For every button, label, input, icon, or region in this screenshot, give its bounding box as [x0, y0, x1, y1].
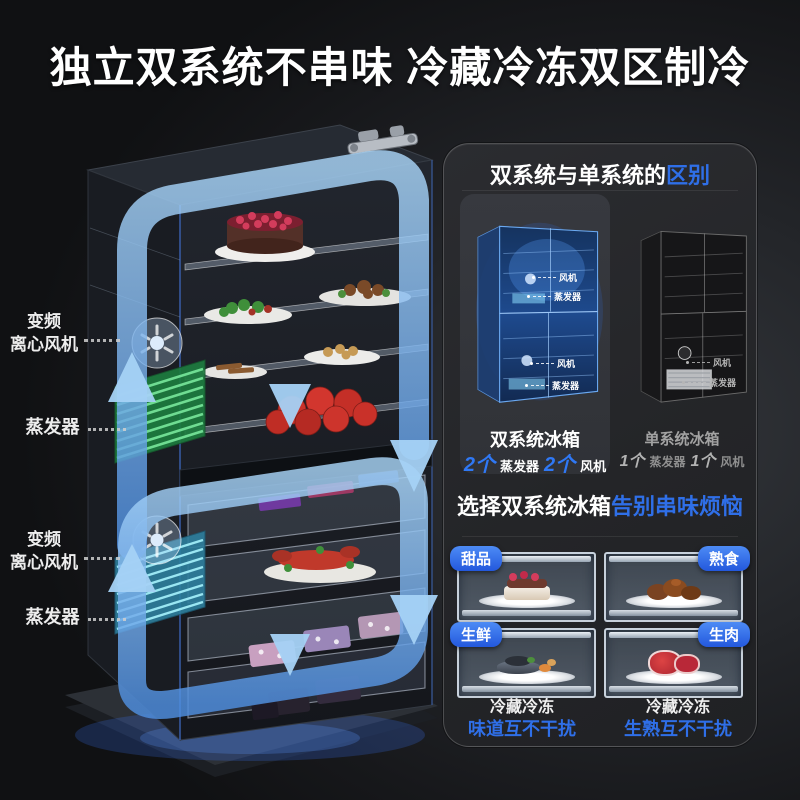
dual-system-name: 双系统冰箱 — [490, 430, 580, 450]
dual-system-fridge-image — [476, 222, 603, 403]
single-system-fridge-image — [640, 230, 747, 403]
single-system-stats: 1个蒸发器 1个风机 — [619, 453, 745, 470]
divider — [462, 190, 738, 191]
leader-line — [88, 428, 126, 431]
compressor-hinge — [347, 125, 419, 155]
arrowhead-down-right-upper-icon — [390, 440, 438, 492]
seafood-image — [496, 656, 557, 676]
badge-cooked-food: 熟食 — [697, 546, 750, 571]
compartment-cooked-food: 熟食 — [604, 546, 750, 622]
selection-title: 选择双系统冰箱告别串味烦恼 — [456, 494, 744, 519]
callout-dot — [532, 276, 535, 279]
caption-left: 冷藏冷冻 味道互不干扰 — [468, 699, 576, 739]
arrowhead-down-center-upper-icon — [269, 384, 311, 428]
compartment-captions: 冷藏冷冻 味道互不干扰 冷藏冷冻 生熟互不干扰 — [444, 698, 756, 741]
arrowhead-up-lower-icon — [108, 544, 156, 592]
label-fan-upper: 变频 离心风机 — [10, 312, 78, 354]
food-plates — [203, 280, 411, 379]
label-evaporator-upper: 蒸发器 — [25, 417, 80, 437]
info-panel: 双系统与单系统的区别 — [443, 143, 757, 747]
callout-fan-single: 风机 — [686, 356, 731, 369]
dual-system-stats: 2个蒸发器 2个风机 — [463, 454, 607, 476]
comparison-title: 双系统与单系统的区别 — [489, 163, 711, 188]
label-fan-lower: 变频 离心风机 — [10, 530, 78, 572]
callout-fan-upper: 风机 — [532, 271, 577, 284]
leader-line — [84, 557, 120, 560]
compartment-fresh: 生鲜 — [450, 622, 596, 698]
page-title: 独立双系统不串味 冷藏冷冻双区制冷 — [49, 44, 751, 91]
plate — [478, 594, 575, 608]
badge-fresh: 生鲜 — [450, 622, 503, 647]
braised-meat-image — [646, 578, 701, 600]
badge-dessert: 甜品 — [450, 546, 503, 571]
callout-evap-upper: 蒸发器 — [527, 290, 581, 303]
callout-fan-lower: 风机 — [530, 357, 575, 370]
cake-image — [503, 571, 550, 600]
food-compartments: 甜品 熟食 — [450, 546, 750, 698]
dual-system-card: 双系统冰箱 2个蒸发器 2个风机 — [460, 194, 610, 476]
compartment-raw-meat: 生肉 — [604, 622, 750, 698]
leader-line — [84, 339, 120, 342]
arrowhead-up-upper-icon — [108, 352, 156, 402]
callout-evap-lower: 蒸发器 — [525, 379, 579, 392]
compartment-dessert: 甜品 — [450, 546, 596, 622]
label-evaporator-lower: 蒸发器 — [25, 607, 80, 627]
airflow-upper-loop-icon — [117, 150, 429, 560]
airflow-arrows — [108, 150, 438, 719]
raw-meat-image — [647, 650, 700, 676]
arrowhead-down-right-lower-icon — [390, 595, 438, 645]
divider — [462, 536, 738, 537]
leader-line — [88, 618, 126, 621]
caption-right: 冷藏冷冻 生熟互不干扰 — [624, 699, 732, 739]
airflow-lower-loop-icon — [118, 457, 428, 719]
badge-raw-meat: 生肉 — [697, 622, 750, 647]
single-system-name: 单系统冰箱 — [644, 431, 720, 448]
fridge-illustration — [65, 124, 438, 777]
callout-evap-single: 蒸发器 — [682, 376, 736, 389]
callout-line — [538, 277, 556, 278]
arrowhead-down-center-lower-icon — [270, 634, 310, 676]
